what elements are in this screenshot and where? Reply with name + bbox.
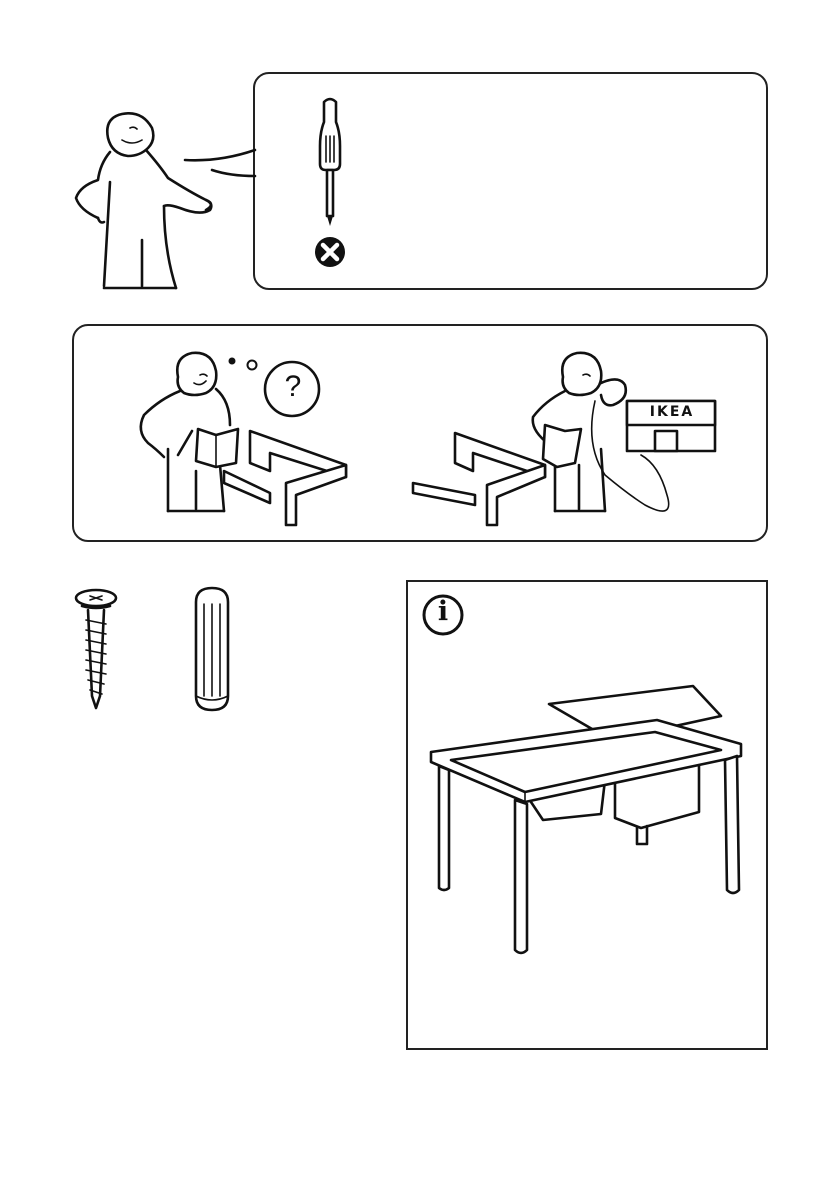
calling-store-illustration [405, 345, 725, 535]
screw-icon [72, 584, 122, 714]
info-symbol: i [430, 596, 456, 627]
screwdriver-icon [310, 96, 350, 231]
question-mark: ? [279, 370, 307, 404]
confused-person-illustration [120, 345, 360, 535]
childrens-table-illustration [425, 680, 755, 970]
tool-notice-figure [60, 100, 280, 300]
not-allowed-icon [312, 234, 348, 270]
wooden-dowel-icon [190, 584, 234, 716]
ikea-store-sign: IKEA [628, 404, 716, 420]
